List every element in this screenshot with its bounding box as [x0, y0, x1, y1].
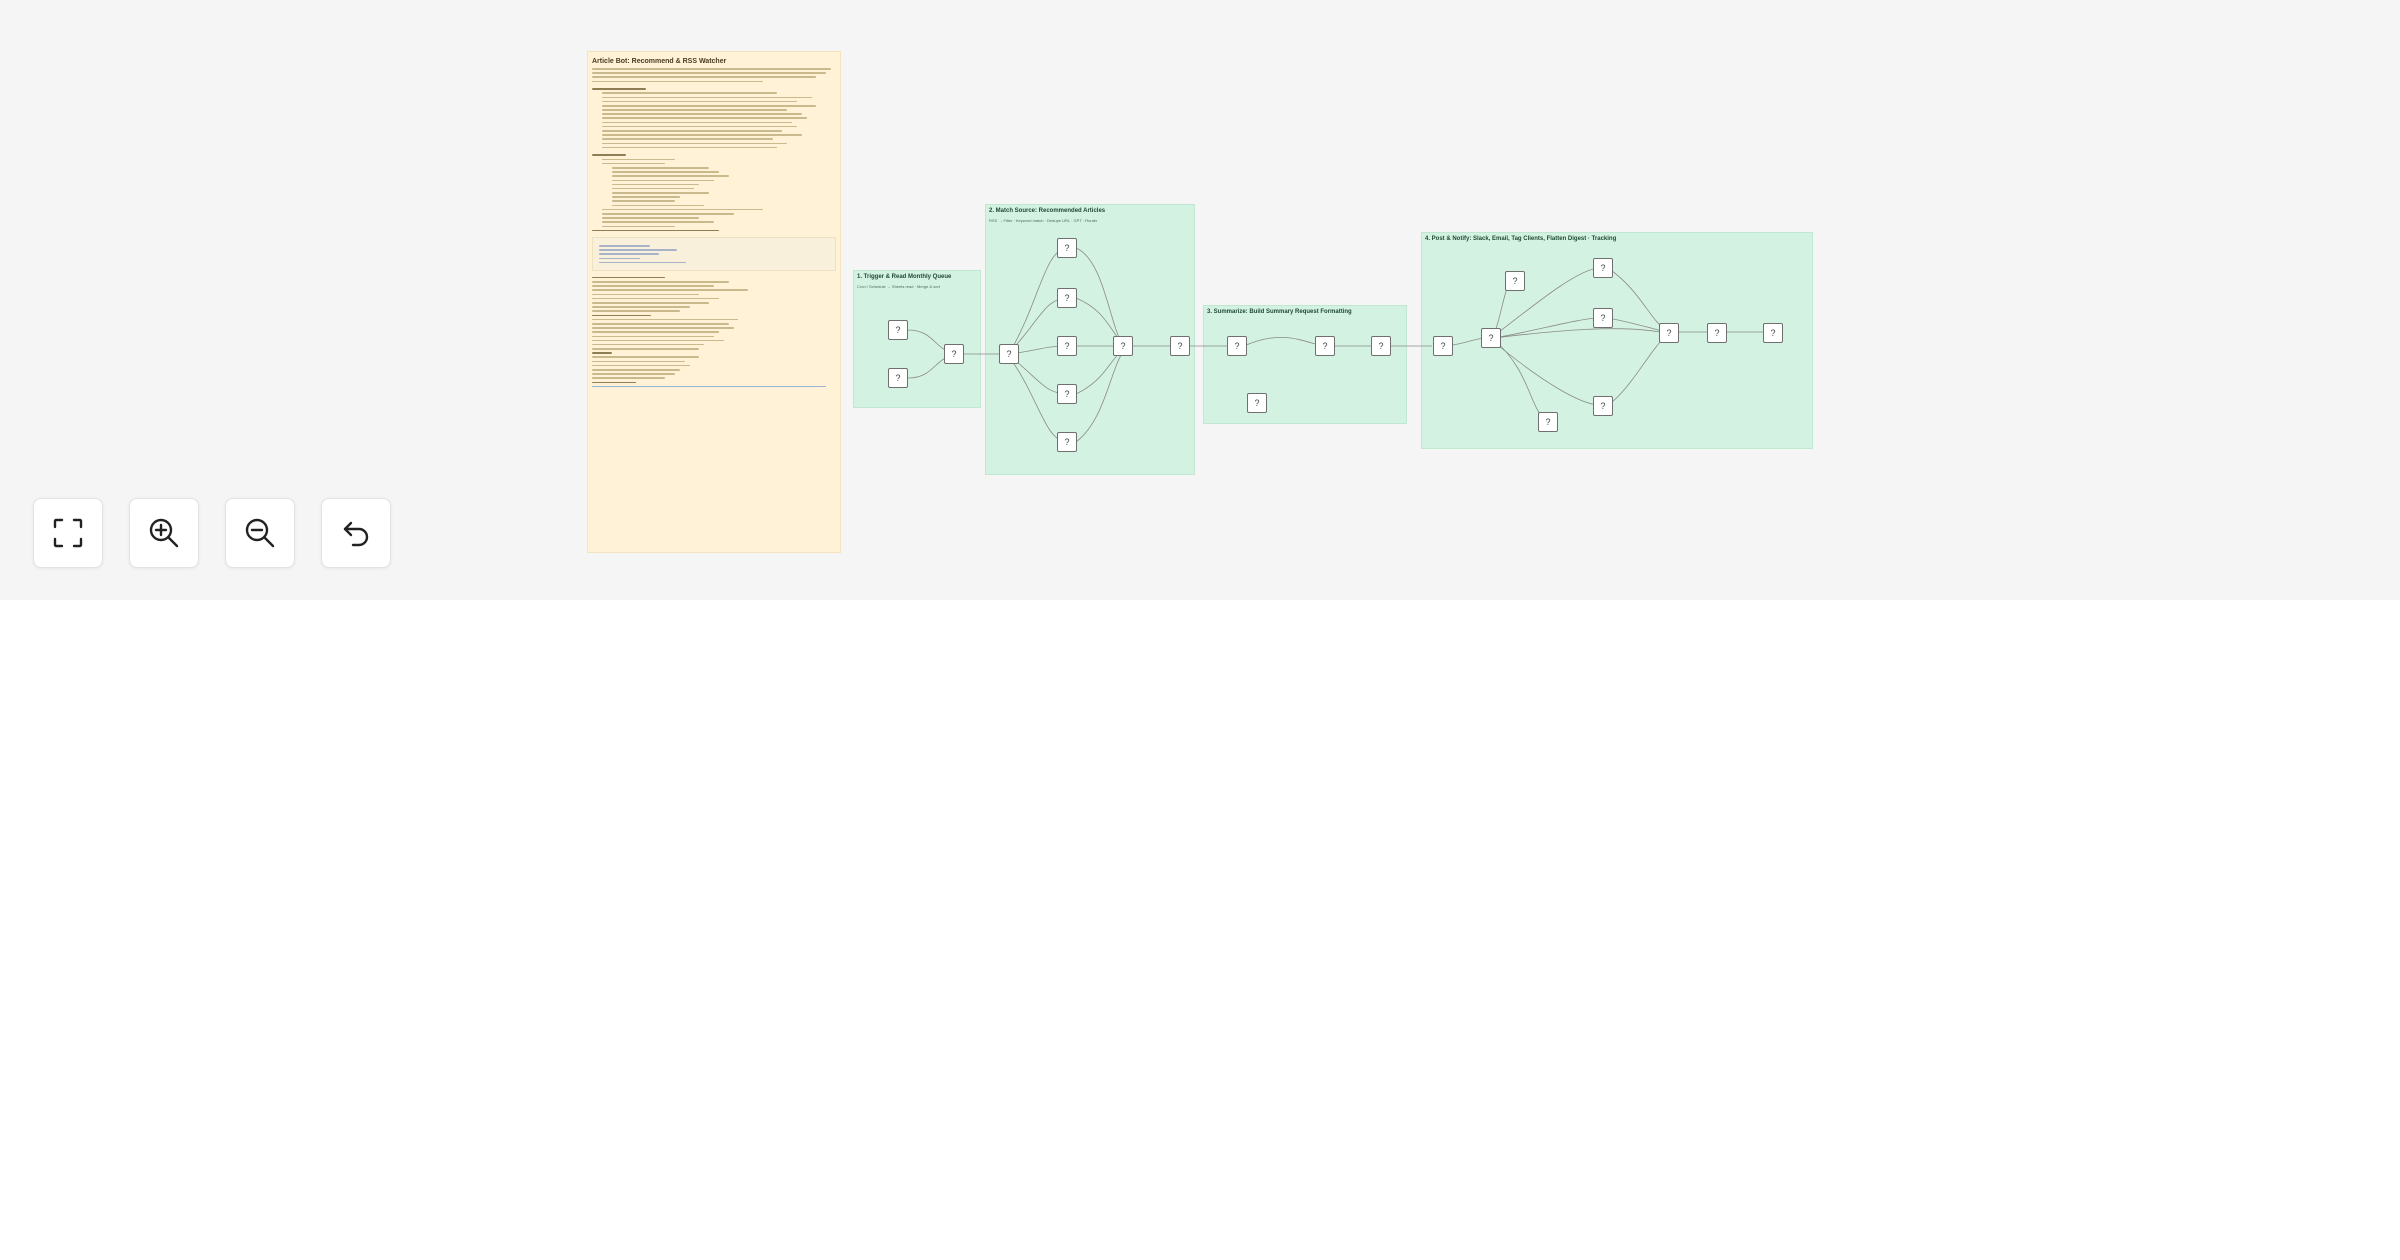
- node[interactable]: ?: [1057, 384, 1077, 404]
- node[interactable]: ?: [1593, 258, 1613, 278]
- fit-view-icon: [53, 518, 83, 548]
- node[interactable]: ?: [1113, 336, 1133, 356]
- undo-button[interactable]: [321, 498, 391, 568]
- node[interactable]: ?: [1057, 336, 1077, 356]
- connection: [1493, 328, 1661, 339]
- node[interactable]: ?: [1659, 323, 1679, 343]
- workflow-canvas[interactable]: Article Bot: Recommend & RSS Watcher: [0, 0, 2400, 600]
- group-trigger[interactable]: 1. Trigger & Read Monthly Queue Cron / S…: [854, 271, 980, 407]
- node[interactable]: ?: [1247, 393, 1267, 413]
- node[interactable]: ?: [1315, 336, 1335, 356]
- zoom-out-button[interactable]: [225, 498, 295, 568]
- group-title: 2. Match Source: Recommended Articles: [989, 208, 1106, 214]
- group-subtitle: RSS → Filter · Keyword match · Dedupe UR…: [989, 218, 1098, 223]
- node[interactable]: ?: [1057, 288, 1077, 308]
- undo-icon: [343, 521, 369, 547]
- zoom-in-button[interactable]: [129, 498, 199, 568]
- connection: [1493, 341, 1601, 406]
- node[interactable]: ?: [1505, 271, 1525, 291]
- node[interactable]: ?: [944, 344, 964, 364]
- connection: [1607, 267, 1667, 331]
- node[interactable]: ?: [1593, 396, 1613, 416]
- fit-view-button[interactable]: [33, 498, 103, 568]
- node[interactable]: ?: [1170, 336, 1190, 356]
- connection: [1493, 317, 1601, 339]
- node[interactable]: ?: [1433, 336, 1453, 356]
- group-title: 1. Trigger & Read Monthly Queue: [857, 274, 952, 280]
- connection: [1607, 317, 1667, 333]
- sticky-code-block: [592, 237, 836, 271]
- group-summarize[interactable]: 3. Summarize: Build Summary Request Form…: [1204, 306, 1406, 423]
- group-title: 3. Summarize: Build Summary Request Form…: [1207, 309, 1352, 315]
- node[interactable]: ?: [888, 320, 908, 340]
- connection: [1075, 349, 1125, 443]
- connection: [1243, 336, 1323, 347]
- connection: [1075, 247, 1125, 347]
- node[interactable]: ?: [1371, 336, 1391, 356]
- connection: [1493, 339, 1547, 421]
- node[interactable]: ?: [888, 368, 908, 388]
- node[interactable]: ?: [1481, 328, 1501, 348]
- group-subtitle: Cron / Schedule → Sheets read · Merge & …: [857, 284, 940, 289]
- group-match-source[interactable]: 2. Match Source: Recommended Articles RS…: [986, 205, 1194, 474]
- sticky-note-body: [592, 68, 836, 388]
- node[interactable]: ?: [999, 344, 1019, 364]
- node[interactable]: ?: [1707, 323, 1727, 343]
- node[interactable]: ?: [1763, 323, 1783, 343]
- node[interactable]: ?: [1057, 238, 1077, 258]
- connection: [1607, 335, 1667, 406]
- connection: [1493, 267, 1601, 337]
- zoom-out-icon: [245, 518, 275, 548]
- zoom-in-icon: [149, 518, 179, 548]
- node[interactable]: ?: [1538, 412, 1558, 432]
- node[interactable]: ?: [1593, 308, 1613, 328]
- group-title: 4. Post & Notify: Slack, Email, Tag Clie…: [1425, 236, 1617, 242]
- sticky-note-title: Article Bot: Recommend & RSS Watcher: [592, 58, 727, 65]
- sticky-note[interactable]: Article Bot: Recommend & RSS Watcher: [588, 52, 840, 552]
- node[interactable]: ?: [1227, 336, 1247, 356]
- node[interactable]: ?: [1057, 432, 1077, 452]
